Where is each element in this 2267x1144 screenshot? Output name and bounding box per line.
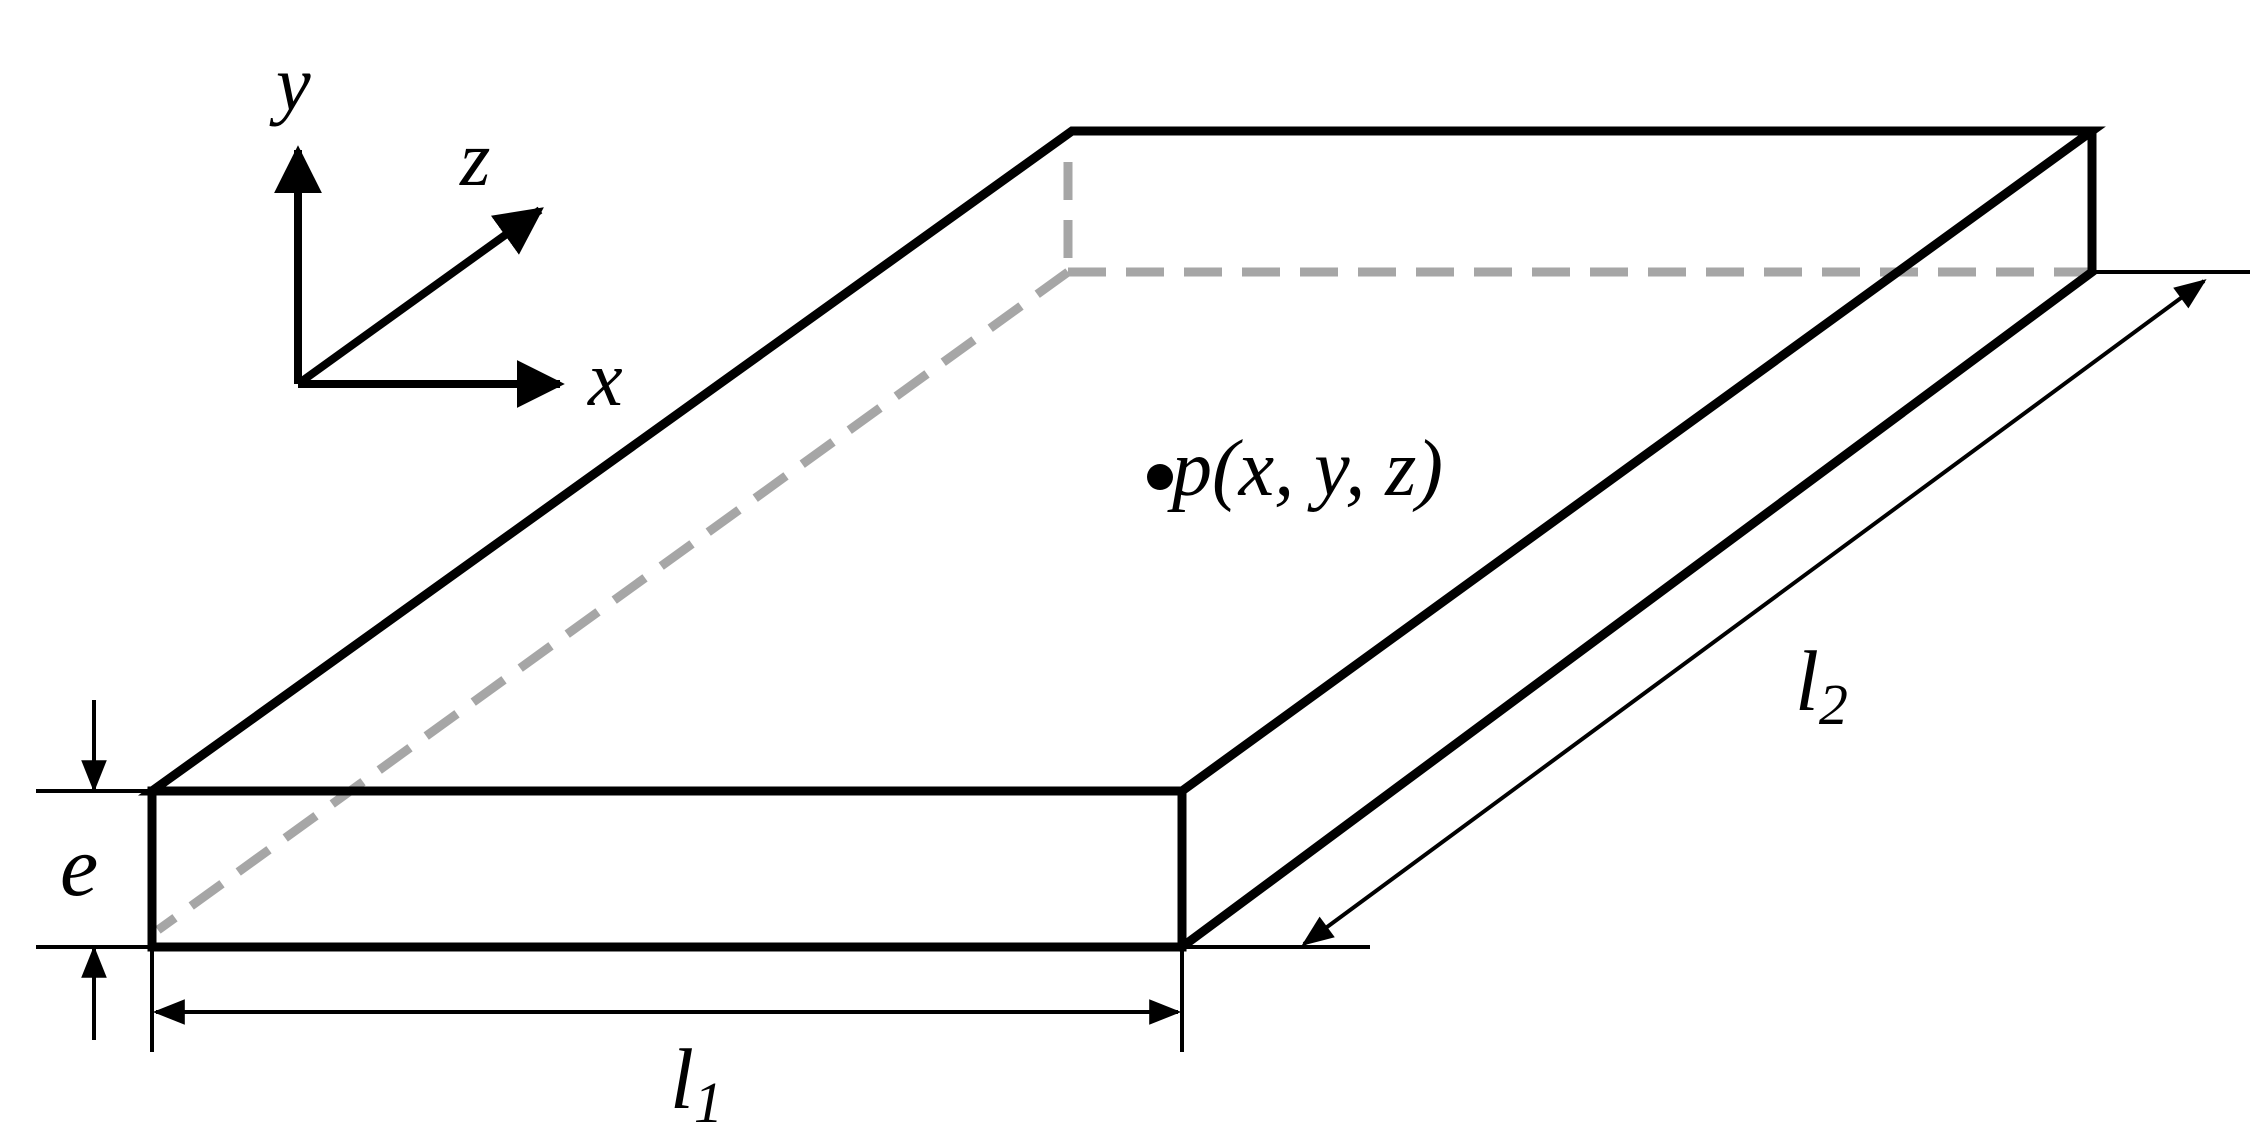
x-axis-label: x bbox=[587, 335, 623, 422]
length2-dimension: l2 bbox=[1182, 270, 2250, 949]
length1-label-sub: 1 bbox=[694, 1070, 723, 1135]
point-p: p(x, y, z) bbox=[1147, 425, 1443, 513]
thickness-label: e bbox=[60, 818, 98, 914]
y-axis-label: y bbox=[269, 40, 311, 127]
point-marker bbox=[1147, 464, 1173, 490]
length2-label: l2 bbox=[1795, 633, 1848, 737]
thickness-dimension: e bbox=[36, 700, 152, 1040]
length2-label-base: l bbox=[1795, 633, 1819, 729]
point-label: p(x, y, z) bbox=[1167, 425, 1443, 513]
z-axis-arrow bbox=[295, 206, 544, 388]
length1-dimension: l1 bbox=[150, 947, 1184, 1135]
length1-label: l1 bbox=[670, 1031, 723, 1135]
hidden-edge-left-bottom bbox=[155, 268, 1071, 934]
plate-outline bbox=[138, 126, 2106, 954]
length1-label-base: l bbox=[670, 1031, 694, 1127]
coordinate-axes: y z x bbox=[269, 40, 623, 422]
plate-front-face bbox=[147, 786, 1187, 952]
length2-label-sub: 2 bbox=[1819, 672, 1848, 737]
length2-dim-line bbox=[1301, 279, 2207, 946]
hidden-edges bbox=[155, 162, 2092, 934]
plate-right-face bbox=[1175, 126, 2097, 954]
z-axis-label: z bbox=[459, 115, 490, 202]
